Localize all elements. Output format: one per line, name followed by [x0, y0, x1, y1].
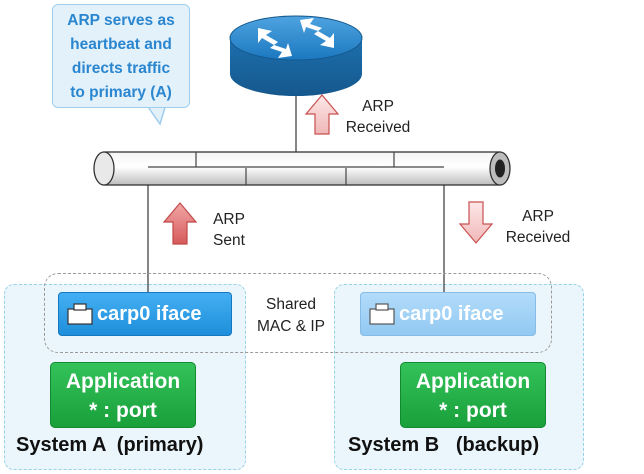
app-line: Application [415, 370, 531, 393]
callout-line: ARP serves as [67, 12, 175, 29]
arrow-up-icon [162, 202, 198, 245]
arp-sent-label: ARP Sent [203, 209, 255, 251]
system-a-carp-interface: carp0 iface [58, 292, 232, 336]
interface-icon [67, 302, 93, 326]
system-b-label: System B (backup) [348, 434, 540, 456]
arp-label-line: Sent [213, 232, 245, 249]
system-b-carp-interface: carp0 iface [360, 292, 536, 336]
network-bus [93, 151, 511, 186]
arp-label-line: Received [505, 229, 571, 246]
arp-label-line: ARP [362, 98, 394, 115]
callout-line: to primary (A) [70, 84, 172, 101]
arp-label-line: Received [345, 119, 411, 136]
iface-label: carp0 iface [97, 302, 202, 325]
callout-line: directs traffic [71, 60, 171, 77]
shared-label-line: Shared [266, 296, 316, 313]
shared-label-line: MAC & IP [256, 318, 326, 335]
arp-label-line: ARP [213, 211, 245, 228]
router-icon [229, 15, 363, 96]
app-line: Application [65, 370, 181, 393]
callout-note: ARP serves as heartbeat and directs traf… [52, 4, 190, 108]
system-a-application: Application * : port [50, 362, 196, 428]
shared-mac-ip-label: Shared MAC & IP [248, 294, 334, 338]
arp-received-top-label: ARP Received [338, 96, 418, 138]
system-b-application: Application * : port [400, 362, 546, 428]
iface-label: carp0 iface [399, 302, 504, 325]
shared-group-box [44, 273, 552, 353]
arrow-down-icon [458, 201, 494, 244]
arp-label-line: ARP [522, 208, 554, 225]
interface-icon [369, 302, 395, 326]
app-line: * : port [89, 399, 157, 422]
arp-received-right-label: ARP Received [498, 206, 578, 248]
callout-line: heartbeat and [70, 36, 172, 53]
system-a-label: System A (primary) [16, 434, 204, 456]
app-line: * : port [439, 399, 507, 422]
arrow-up-icon [304, 94, 340, 135]
